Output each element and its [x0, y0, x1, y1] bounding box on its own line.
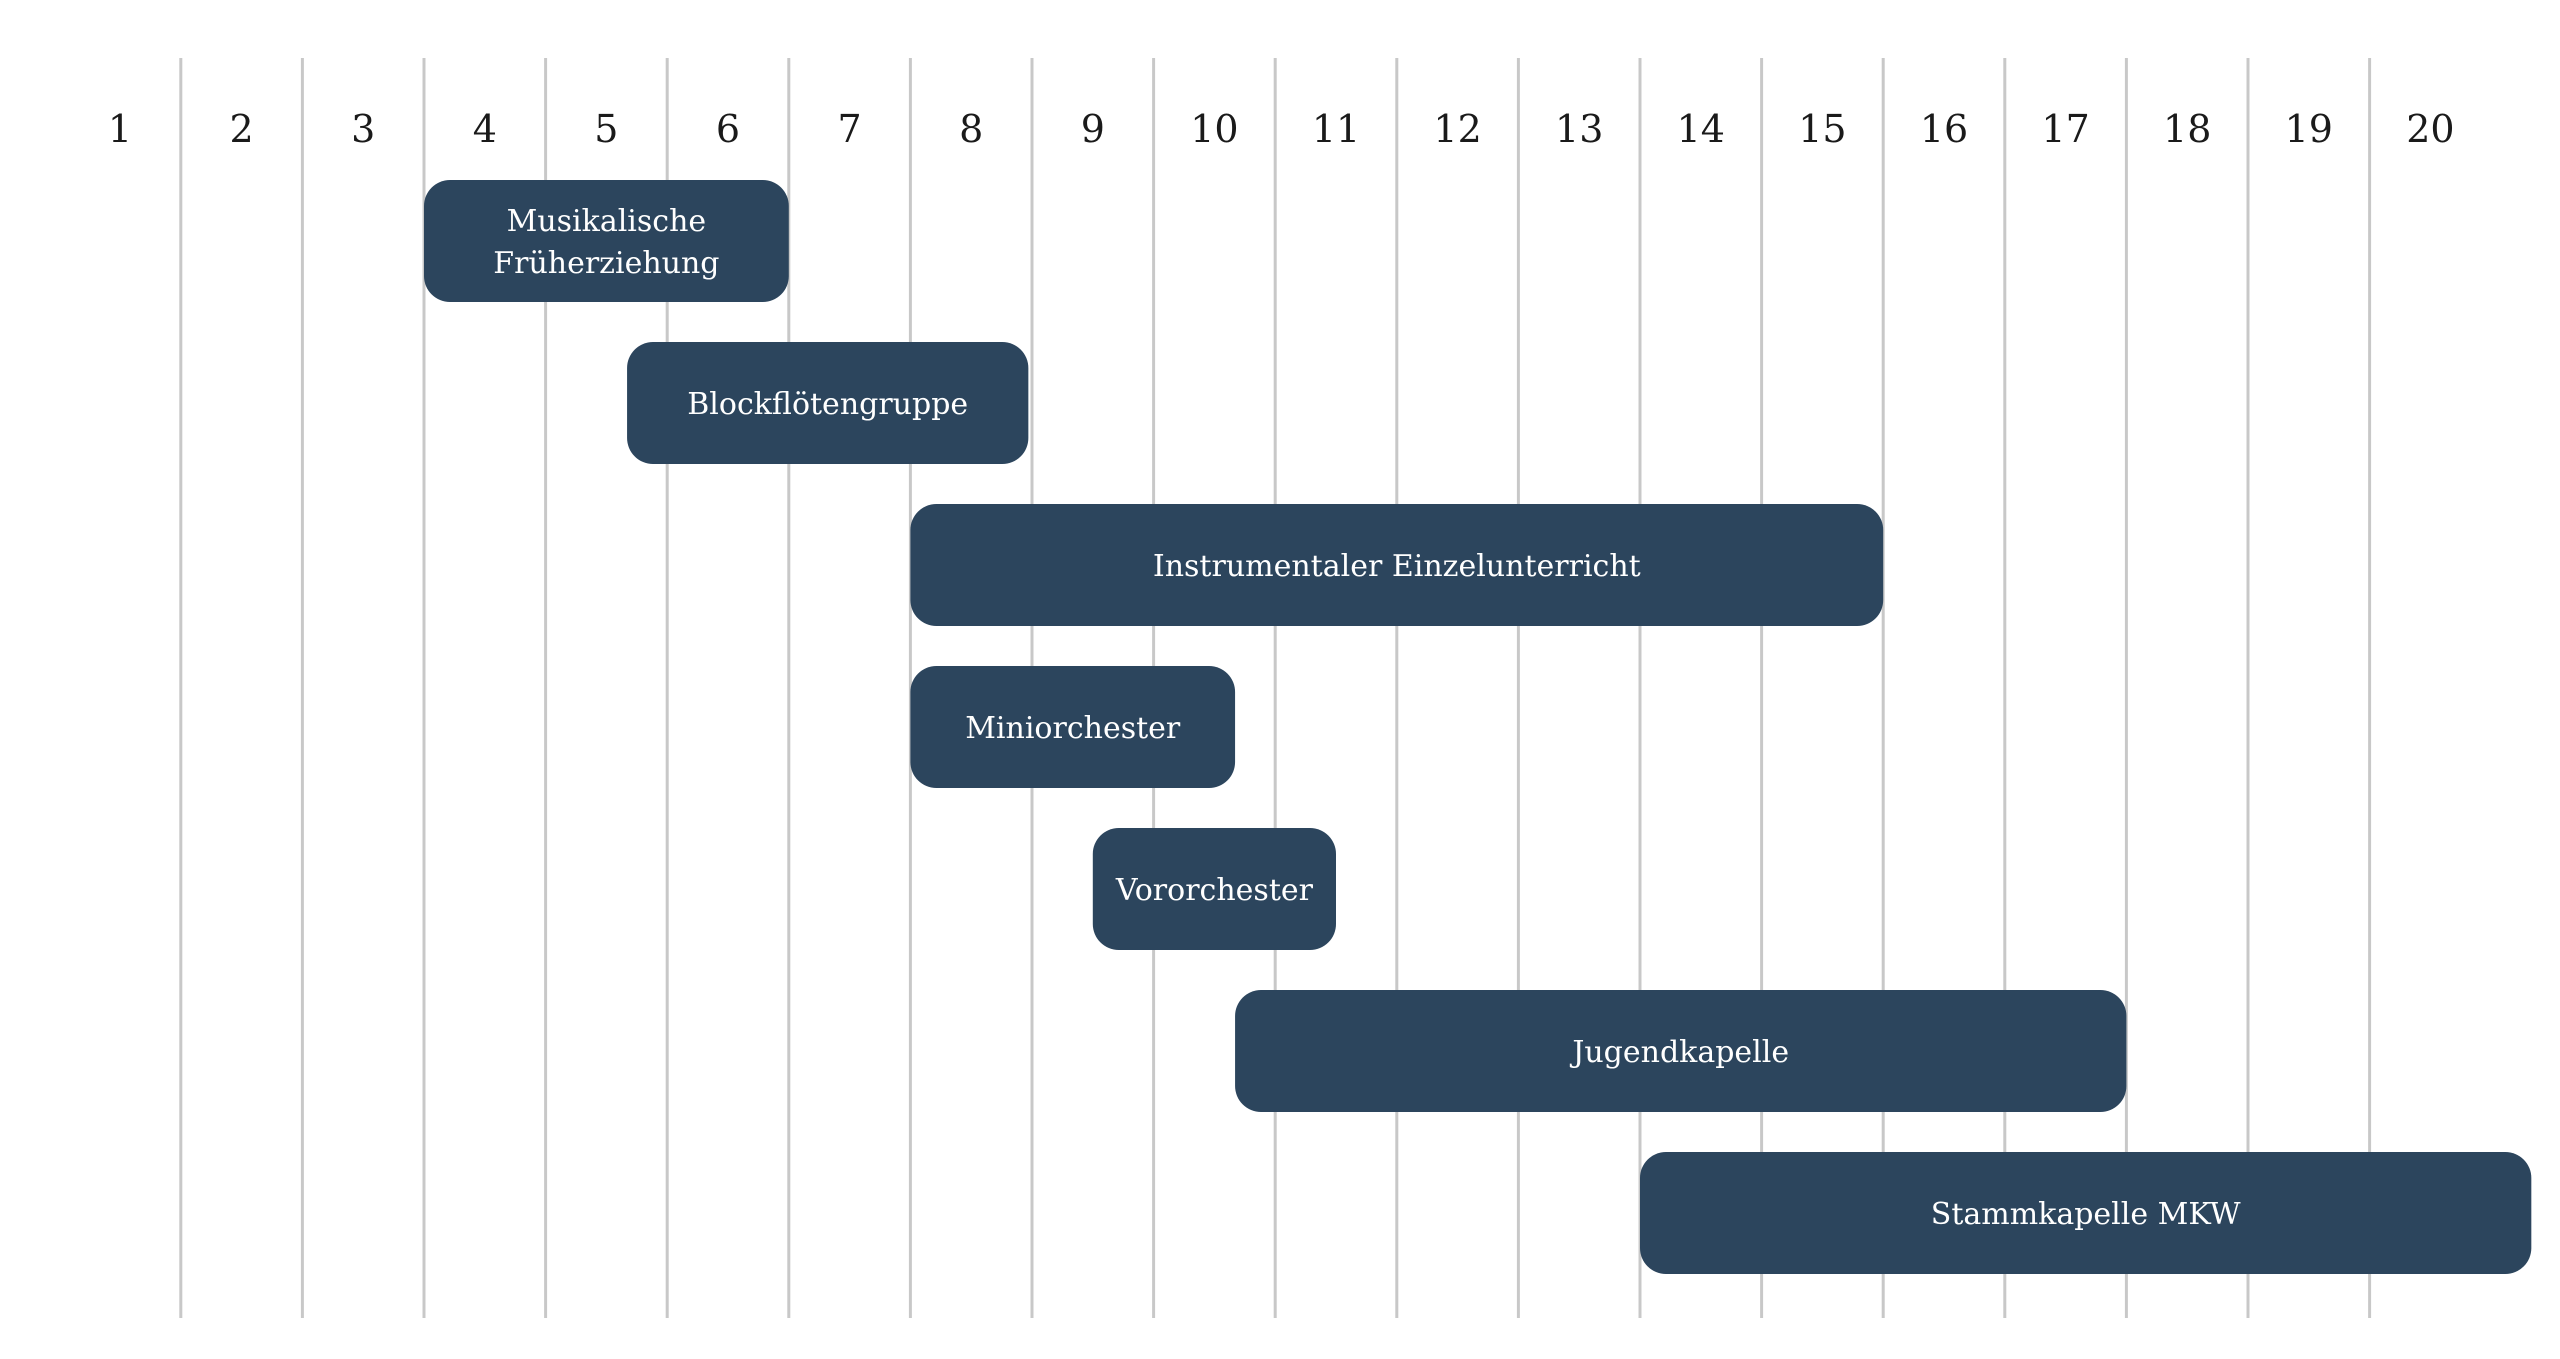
- x-tick-label: 16: [1920, 107, 1968, 151]
- bar-label: Miniorchester: [965, 711, 1181, 746]
- x-tick-label: 20: [2406, 107, 2454, 151]
- x-tick-label: 10: [1190, 107, 1238, 151]
- x-tick-label: 14: [1677, 107, 1725, 151]
- bar-label: Vororchester: [1115, 873, 1314, 908]
- bar-stammkapelle-mkw: Stammkapelle MKW: [1640, 1152, 2532, 1274]
- x-tick-label: 8: [959, 107, 983, 151]
- x-tick-label: 3: [351, 107, 375, 151]
- bar-label: Früherziehung: [493, 246, 719, 281]
- bar-vororchester: Vororchester: [1092, 828, 1336, 950]
- bar-label: Musikalische: [507, 204, 707, 239]
- x-tick-label: 6: [716, 107, 740, 151]
- x-tick-label: 15: [1798, 107, 1846, 151]
- bar-rect: [627, 342, 1029, 464]
- bar-label: Stammkapelle MKW: [1931, 1197, 2241, 1232]
- bar-label: Jugendkapelle: [1569, 1035, 1789, 1070]
- bar-label: Instrumentaler Einzelunterricht: [1153, 549, 1641, 584]
- bar-instrumentaler-einzelunterricht: Instrumentaler Einzelunterricht: [910, 504, 1884, 626]
- bar-blockflötengruppe: Blockflötengruppe: [627, 342, 1029, 464]
- bar-rect: [910, 504, 1884, 626]
- bars: MusikalischeFrüherziehungBlockflötengrup…: [424, 180, 2532, 1274]
- x-tick-label: 17: [2041, 107, 2089, 151]
- x-tick-label: 12: [1433, 107, 1481, 151]
- x-tick-label: 7: [838, 107, 862, 151]
- x-tick-label: 5: [594, 107, 618, 151]
- bar-label: Blockflötengruppe: [687, 387, 968, 422]
- bar-jugendkapelle: Jugendkapelle: [1235, 990, 2127, 1112]
- x-tick-label: 18: [2163, 107, 2211, 151]
- bar-rect: [1092, 828, 1336, 950]
- x-tick-label: 4: [473, 107, 497, 151]
- x-tick-label: 19: [2285, 107, 2333, 151]
- bar-rect: [1640, 1152, 2532, 1274]
- x-tick-label: 2: [230, 107, 254, 151]
- x-tick-label: 9: [1081, 107, 1105, 151]
- x-tick-label: 13: [1555, 107, 1603, 151]
- bar-rect: [910, 666, 1236, 788]
- x-tick-label: 1: [108, 107, 132, 151]
- bar-miniorchester: Miniorchester: [910, 666, 1236, 788]
- bar-rect: [1235, 990, 2127, 1112]
- bar-rect: [424, 180, 789, 302]
- x-tick-label: 11: [1312, 107, 1360, 151]
